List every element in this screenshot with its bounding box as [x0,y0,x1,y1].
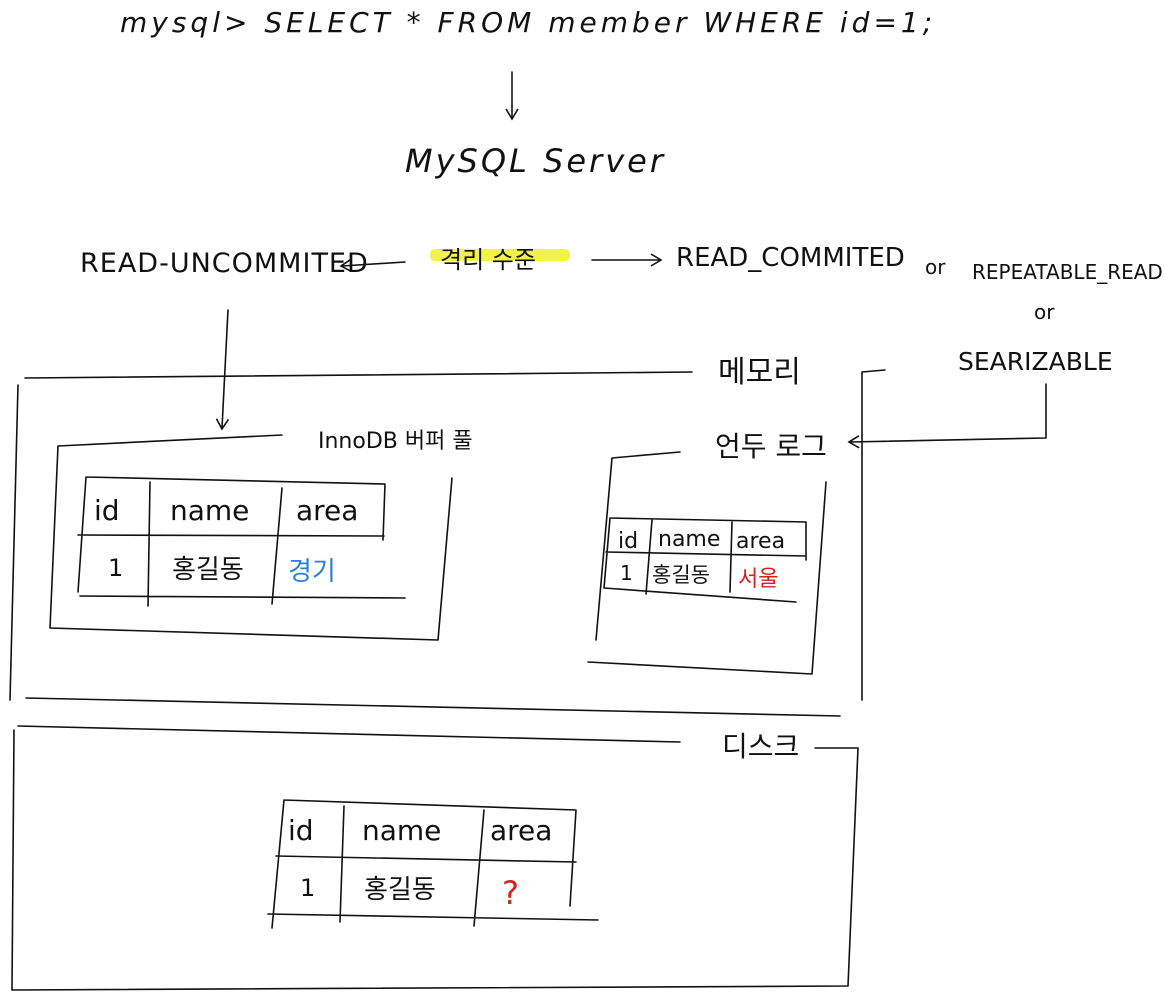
undo-log-box [587,451,827,675]
server-label: MySQL Server [405,142,666,180]
isolation-label: 격리 수준 [440,246,536,274]
buffer-pool-cell-area: 경기 [288,557,336,587]
disk-table: id name area 1 홍길동 ? [267,799,599,929]
undo-log-cell-name: 홍길동 [652,563,710,587]
read-uncommited-label: READ-UNCOMMITED [80,248,369,279]
disk-box [11,725,859,991]
buffer-pool-table: id name area 1 홍길동 경기 [77,476,406,607]
disk-label: 디스크 [722,730,799,763]
buffer-pool-label: InnoDB 버퍼 풀 [318,429,473,454]
undo-log-header-name: name [658,527,720,552]
isolation-highlight [430,249,570,261]
undo-log-cell-area: 서울 [738,567,778,592]
or-label-1: or [925,255,946,279]
disk-header-area: area [490,814,552,847]
read-commited-label: READ_COMMITED [676,243,905,273]
undo-log-header-id: id [618,529,638,554]
buffer-pool-header-id: id [94,494,120,527]
arrow-to-undo-log [847,383,1047,449]
buffer-pool-cell-name: 홍길동 [172,555,244,585]
disk-cell-area: ? [502,874,519,912]
searizable-label: SEARIZABLE [958,347,1113,376]
undo-log-header-area: area [736,529,785,554]
disk-cell-id: 1 [300,874,315,902]
memory-box [9,369,886,717]
query-text: mysql> SELECT * FROM member WHERE id=1; [120,6,936,39]
disk-header-id: id [288,814,314,847]
buffer-pool-header-name: name [170,494,249,527]
disk-cell-name: 홍길동 [364,875,436,905]
buffer-pool-cell-id: 1 [108,554,123,582]
undo-log-table: id name area 1 홍길동 서울 [603,517,807,603]
arrow-to-read-uncommited [339,258,406,273]
undo-log-cell-id: 1 [620,561,633,585]
undo-log-label: 언두 로그 [715,430,827,463]
buffer-pool-header-area: area [296,494,358,527]
buffer-pool-box [49,434,453,641]
or-label-2: or [1034,300,1055,324]
disk-header-name: name [362,814,441,847]
repeatable-read-label: REPEATABLE_READ [972,260,1163,284]
memory-label: 메모리 [718,355,801,390]
arrow-to-buffer-pool [215,309,230,431]
